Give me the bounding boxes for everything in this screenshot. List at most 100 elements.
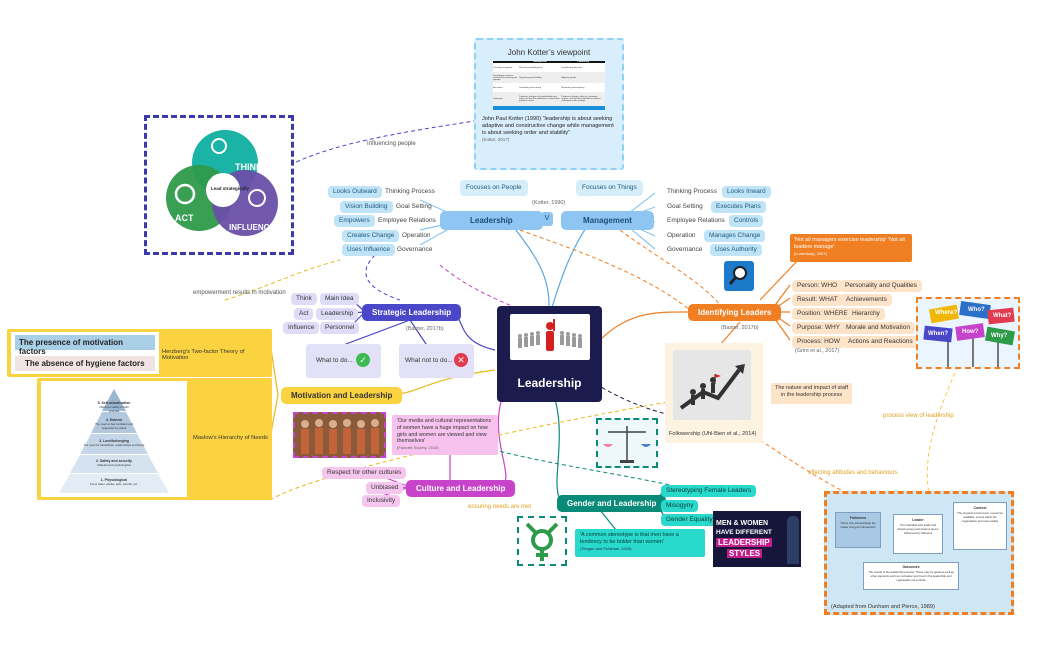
grint-cite: (Grint et al., 2017) xyxy=(795,348,840,354)
maslow-level-desc: Maximum ability to fulfil potential xyxy=(99,405,129,413)
gender-leadership-node[interactable]: Gender and Leadership xyxy=(557,495,667,512)
dunham-leader-box: Leader The individual who leads and dire… xyxy=(893,514,943,554)
identifying-pair-left[interactable]: Person: WHO xyxy=(792,280,843,292)
strategic-pair-left[interactable]: Think xyxy=(291,293,317,305)
gender-item[interactable]: Gender Equality xyxy=(661,514,718,526)
center-image xyxy=(510,314,590,360)
strategic-pair-right[interactable]: Leadership xyxy=(316,308,359,320)
gender-item[interactable]: Stereotyping Female Leaders xyxy=(661,485,757,497)
identifying-pair-right[interactable]: Actions and Reactions xyxy=(843,336,918,348)
strategic-leadership-node[interactable]: Strategic Leadership xyxy=(362,304,462,321)
identifying-pair-left[interactable]: Process: HOW xyxy=(792,336,845,348)
identifying-pair-left[interactable]: Result: WHAT xyxy=(792,294,843,306)
what-not-to-do-card[interactable]: What not to do... ✕ xyxy=(399,344,474,378)
sign-text: How? xyxy=(962,329,979,335)
influencing-people-label: Influencing people xyxy=(367,141,416,147)
gender-quote: 'A common stereotype is that men have a … xyxy=(580,532,679,545)
leadership-pair-right[interactable]: Thinking Process xyxy=(385,188,435,195)
management-pair-right[interactable]: Controls xyxy=(729,215,764,227)
management-branch-node[interactable]: Management xyxy=(561,211,654,230)
affecting-label: affecting attitudes and behaviours xyxy=(808,470,898,476)
maslow-level-title: 5. Self-actualisation xyxy=(97,401,131,405)
dunham-context-box: Context The physical environment, resour… xyxy=(953,502,1007,550)
gender-item[interactable]: Misogyny xyxy=(661,500,699,512)
leadership-pair-left[interactable]: Uses Influence xyxy=(342,244,395,256)
lead-strategically-label: Lead strategically xyxy=(211,186,250,191)
strategic-pair-right[interactable]: Personnel xyxy=(320,322,360,334)
what-to-do-card[interactable]: What to do... ✓ xyxy=(306,344,381,378)
identifying-pair-left[interactable]: Position: WHERE xyxy=(792,308,853,320)
magnifier-icon xyxy=(728,266,747,285)
management-pair-left[interactable]: Employee Relations xyxy=(667,217,725,224)
culture-item[interactable]: Respect for other cultures xyxy=(322,467,407,479)
leadership-pair-right[interactable]: Operation xyxy=(402,232,431,239)
culture-item[interactable]: Inclusivity xyxy=(362,495,401,507)
kotter-table-header: Leadership xyxy=(577,61,590,63)
kotter-cell: Aligning people xyxy=(561,76,577,79)
kotter-cell: Outcomes xyxy=(493,98,503,100)
identifying-pair-left[interactable]: Purpose: WHY xyxy=(792,322,845,334)
culture-quote-cite: (Fawcett Society, 2015) xyxy=(397,445,439,450)
management-pair-right[interactable]: Uses Authority xyxy=(710,244,762,256)
kotter-cell: Produces change, often to a dramatic deg… xyxy=(561,96,601,102)
process-view-label: process view of leadership xyxy=(883,413,954,419)
leadership-pair-left[interactable]: Empowers xyxy=(334,215,375,227)
kotter-cell: Organizing and staffing xyxy=(518,76,542,79)
presence-factors: The presence of motivation factors xyxy=(15,335,155,356)
maslow-level-title: 1. Physiological xyxy=(100,478,128,482)
culture-leadership-node[interactable]: Culture and Leadership xyxy=(406,480,516,497)
herzberg-label: Herzberg's Two-factor Theory of Motivati… xyxy=(162,349,245,361)
dunham-context-title: Context xyxy=(973,506,987,510)
management-pair-left[interactable]: Thinking Process xyxy=(667,188,717,195)
management-pair-left[interactable]: Goal Setting xyxy=(667,203,703,210)
center-node[interactable]: Leadership xyxy=(497,306,602,402)
climbing-people-icon xyxy=(679,364,745,410)
identifying-pair-right[interactable]: Morale and Motivation xyxy=(841,322,915,334)
ensuring-needs-label: ensuring needs are met xyxy=(468,504,532,510)
leadership-pair-left[interactable]: Vision Building xyxy=(340,201,393,213)
kotter-quote: John Paul Kotter (1990) “leadership is a… xyxy=(482,116,614,136)
culture-quote: 'Our media and cultural representations … xyxy=(397,418,492,445)
scales-icon xyxy=(603,426,651,463)
dunham-outcomes-desc: The results of the leadership process. T… xyxy=(868,570,954,582)
management-pair-right[interactable]: Looks Inward xyxy=(722,186,771,198)
strategic-pair-left[interactable]: Act xyxy=(294,308,314,320)
what-not-to-do-label: What not to do... xyxy=(405,357,453,364)
lunenburg-quote: 'Not all managers exercise leadership' '… xyxy=(794,237,905,251)
motivation-leadership-node[interactable]: Motivation and Leadership xyxy=(281,387,403,404)
strategic-pair-right[interactable]: Main Idea xyxy=(320,293,359,305)
identifying-pair-right[interactable]: Achievements xyxy=(841,294,892,306)
baxter-cite: (Baxter, 2017b) xyxy=(406,326,444,332)
leadership-pair-right[interactable]: Goal Setting xyxy=(396,203,432,210)
identifying-pair-right[interactable]: Personality and Qualities xyxy=(840,280,922,292)
leadership-pair-left[interactable]: Looks Outward xyxy=(328,186,382,198)
think-act-influence-icon: THINK ACT INFLUENCE Lead strategically xyxy=(166,130,278,236)
management-pair-left[interactable]: Operation xyxy=(667,232,696,239)
leadership-pair-right[interactable]: Employee Relations xyxy=(378,217,436,224)
followership-card: Followership (Uhl-Bien et al., 2014) xyxy=(665,343,763,443)
strategic-pair-left[interactable]: Influence xyxy=(283,322,320,334)
maslow-level-title: 4. Esteem xyxy=(105,418,123,422)
sign-text: Why? xyxy=(991,333,1008,339)
versus-badge: V xyxy=(541,212,553,226)
kotter-cell: Developing a human network for achieving… xyxy=(493,74,518,81)
dunham-outcomes-title: Outcomes xyxy=(902,565,920,569)
management-pair-right[interactable]: Executes Plans xyxy=(711,201,766,213)
maslow-level-title: 3. Love/belonging xyxy=(99,439,129,443)
leadership-pair-left[interactable]: Creates Change xyxy=(342,230,400,242)
lunenburg-quote-card: 'Not all managers exercise leadership' '… xyxy=(790,234,912,262)
sign-text: Who? xyxy=(968,307,985,313)
management-pair-left[interactable]: Governance xyxy=(667,246,703,253)
gender-styles-poster: MEN & WOMEN HAVE DIFFERENT LEADERSHIP ST… xyxy=(713,511,801,567)
identifying-pair-right[interactable]: Hierarchy xyxy=(847,308,885,320)
leadership-pair-right[interactable]: Governance xyxy=(397,246,433,253)
identifying-leaders-node[interactable]: Identifying Leaders xyxy=(688,304,782,321)
culture-item[interactable]: Unbiased xyxy=(366,482,404,494)
dunham-followers-desc: Those who acknowledge the leader and giv… xyxy=(840,521,876,529)
kotter-cell: Controlling and solving xyxy=(518,86,542,89)
management-pair-right[interactable]: Manages Change xyxy=(704,230,766,242)
dunham-outcomes-box: Outcomes The results of the leadership p… xyxy=(863,562,959,590)
leadership-branch-node[interactable]: Leadership xyxy=(440,211,543,230)
question-signs-icon xyxy=(923,300,1016,367)
maslow-card: 5. Self-actualisation Maximum ability to… xyxy=(37,378,272,500)
